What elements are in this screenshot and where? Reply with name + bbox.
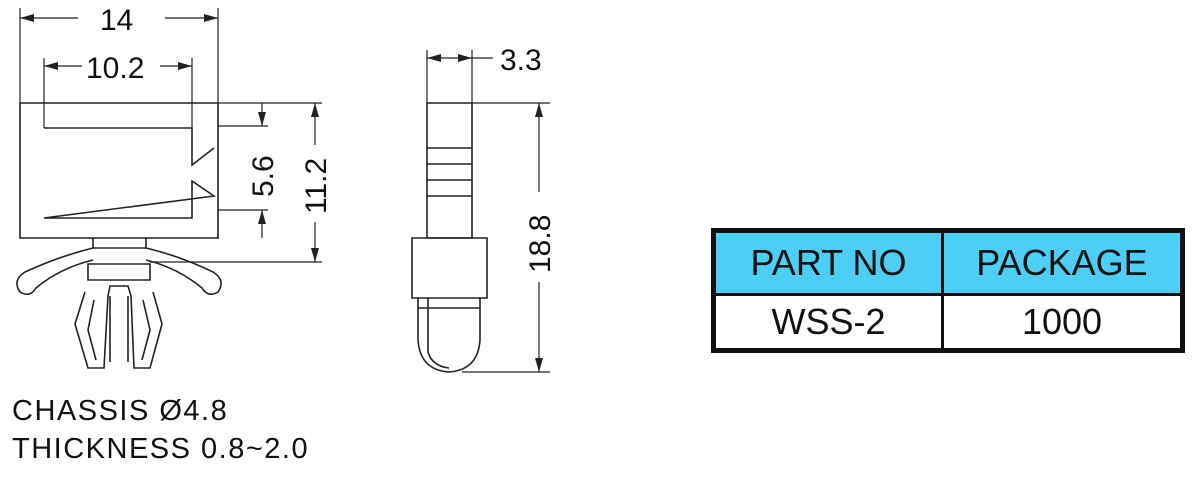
dim-10-2-extension <box>43 58 193 128</box>
dim-label-10-2: 10.2 <box>86 52 144 85</box>
table-header-row: PART NO PACKAGE <box>712 229 1184 296</box>
header-part-no: PART NO <box>712 229 944 296</box>
cell-package: 1000 <box>941 293 1184 352</box>
front-neck <box>87 247 151 281</box>
side-prong <box>417 298 481 373</box>
dim-5-6-extension <box>218 125 268 211</box>
dim-arrow <box>258 210 266 224</box>
table-row: WSS-2 1000 <box>712 293 1184 352</box>
dim-arrow <box>535 358 543 372</box>
dim-arrow <box>44 62 58 70</box>
side-grip-lines <box>427 147 472 197</box>
front-left-wing <box>16 238 94 296</box>
part-table: PART NO PACKAGE WSS-2 1000 <box>711 228 1185 353</box>
spec-thickness: THICKNESS 0.8~2.0 <box>12 433 310 465</box>
front-inner-window <box>43 127 217 219</box>
header-package: PACKAGE <box>941 229 1184 296</box>
dim-3-3-extension <box>426 50 473 103</box>
dim-arrow <box>178 62 192 70</box>
dim-arrow <box>204 14 218 22</box>
dim-label-18-8: 18.8 <box>524 215 557 273</box>
dim-label-14: 14 <box>100 4 133 37</box>
dim-18-8-extension <box>462 102 550 373</box>
dim-arrow <box>311 103 319 117</box>
front-prong-inner <box>87 296 151 362</box>
side-collar <box>411 237 488 299</box>
front-prongs <box>74 285 163 369</box>
dim-arrow <box>258 112 266 126</box>
dim-arrow <box>311 248 319 262</box>
cell-part-no: WSS-2 <box>712 293 944 352</box>
spec-chassis: CHASSIS Ø4.8 <box>12 395 229 427</box>
dim-label-5-6: 5.6 <box>247 155 280 197</box>
side-view: 3.3 18.8 <box>411 44 557 373</box>
dim-label-11-2: 11.2 <box>300 158 333 214</box>
dim-14-extension <box>19 8 219 103</box>
dim-arrow <box>535 103 543 117</box>
dim-11-2-extension <box>150 102 322 263</box>
front-view: 14 10.2 5.6 11.2 <box>16 4 333 369</box>
front-right-wing <box>145 238 222 296</box>
front-body-outline <box>19 102 219 239</box>
dim-arrow <box>427 54 441 62</box>
dim-arrow <box>458 54 472 62</box>
spec-notes: CHASSIS Ø4.8 THICKNESS 0.8~2.0 <box>12 392 309 468</box>
side-upper-body <box>426 102 473 239</box>
dim-arrow <box>20 14 34 22</box>
dim-label-3-3: 3.3 <box>500 44 542 77</box>
